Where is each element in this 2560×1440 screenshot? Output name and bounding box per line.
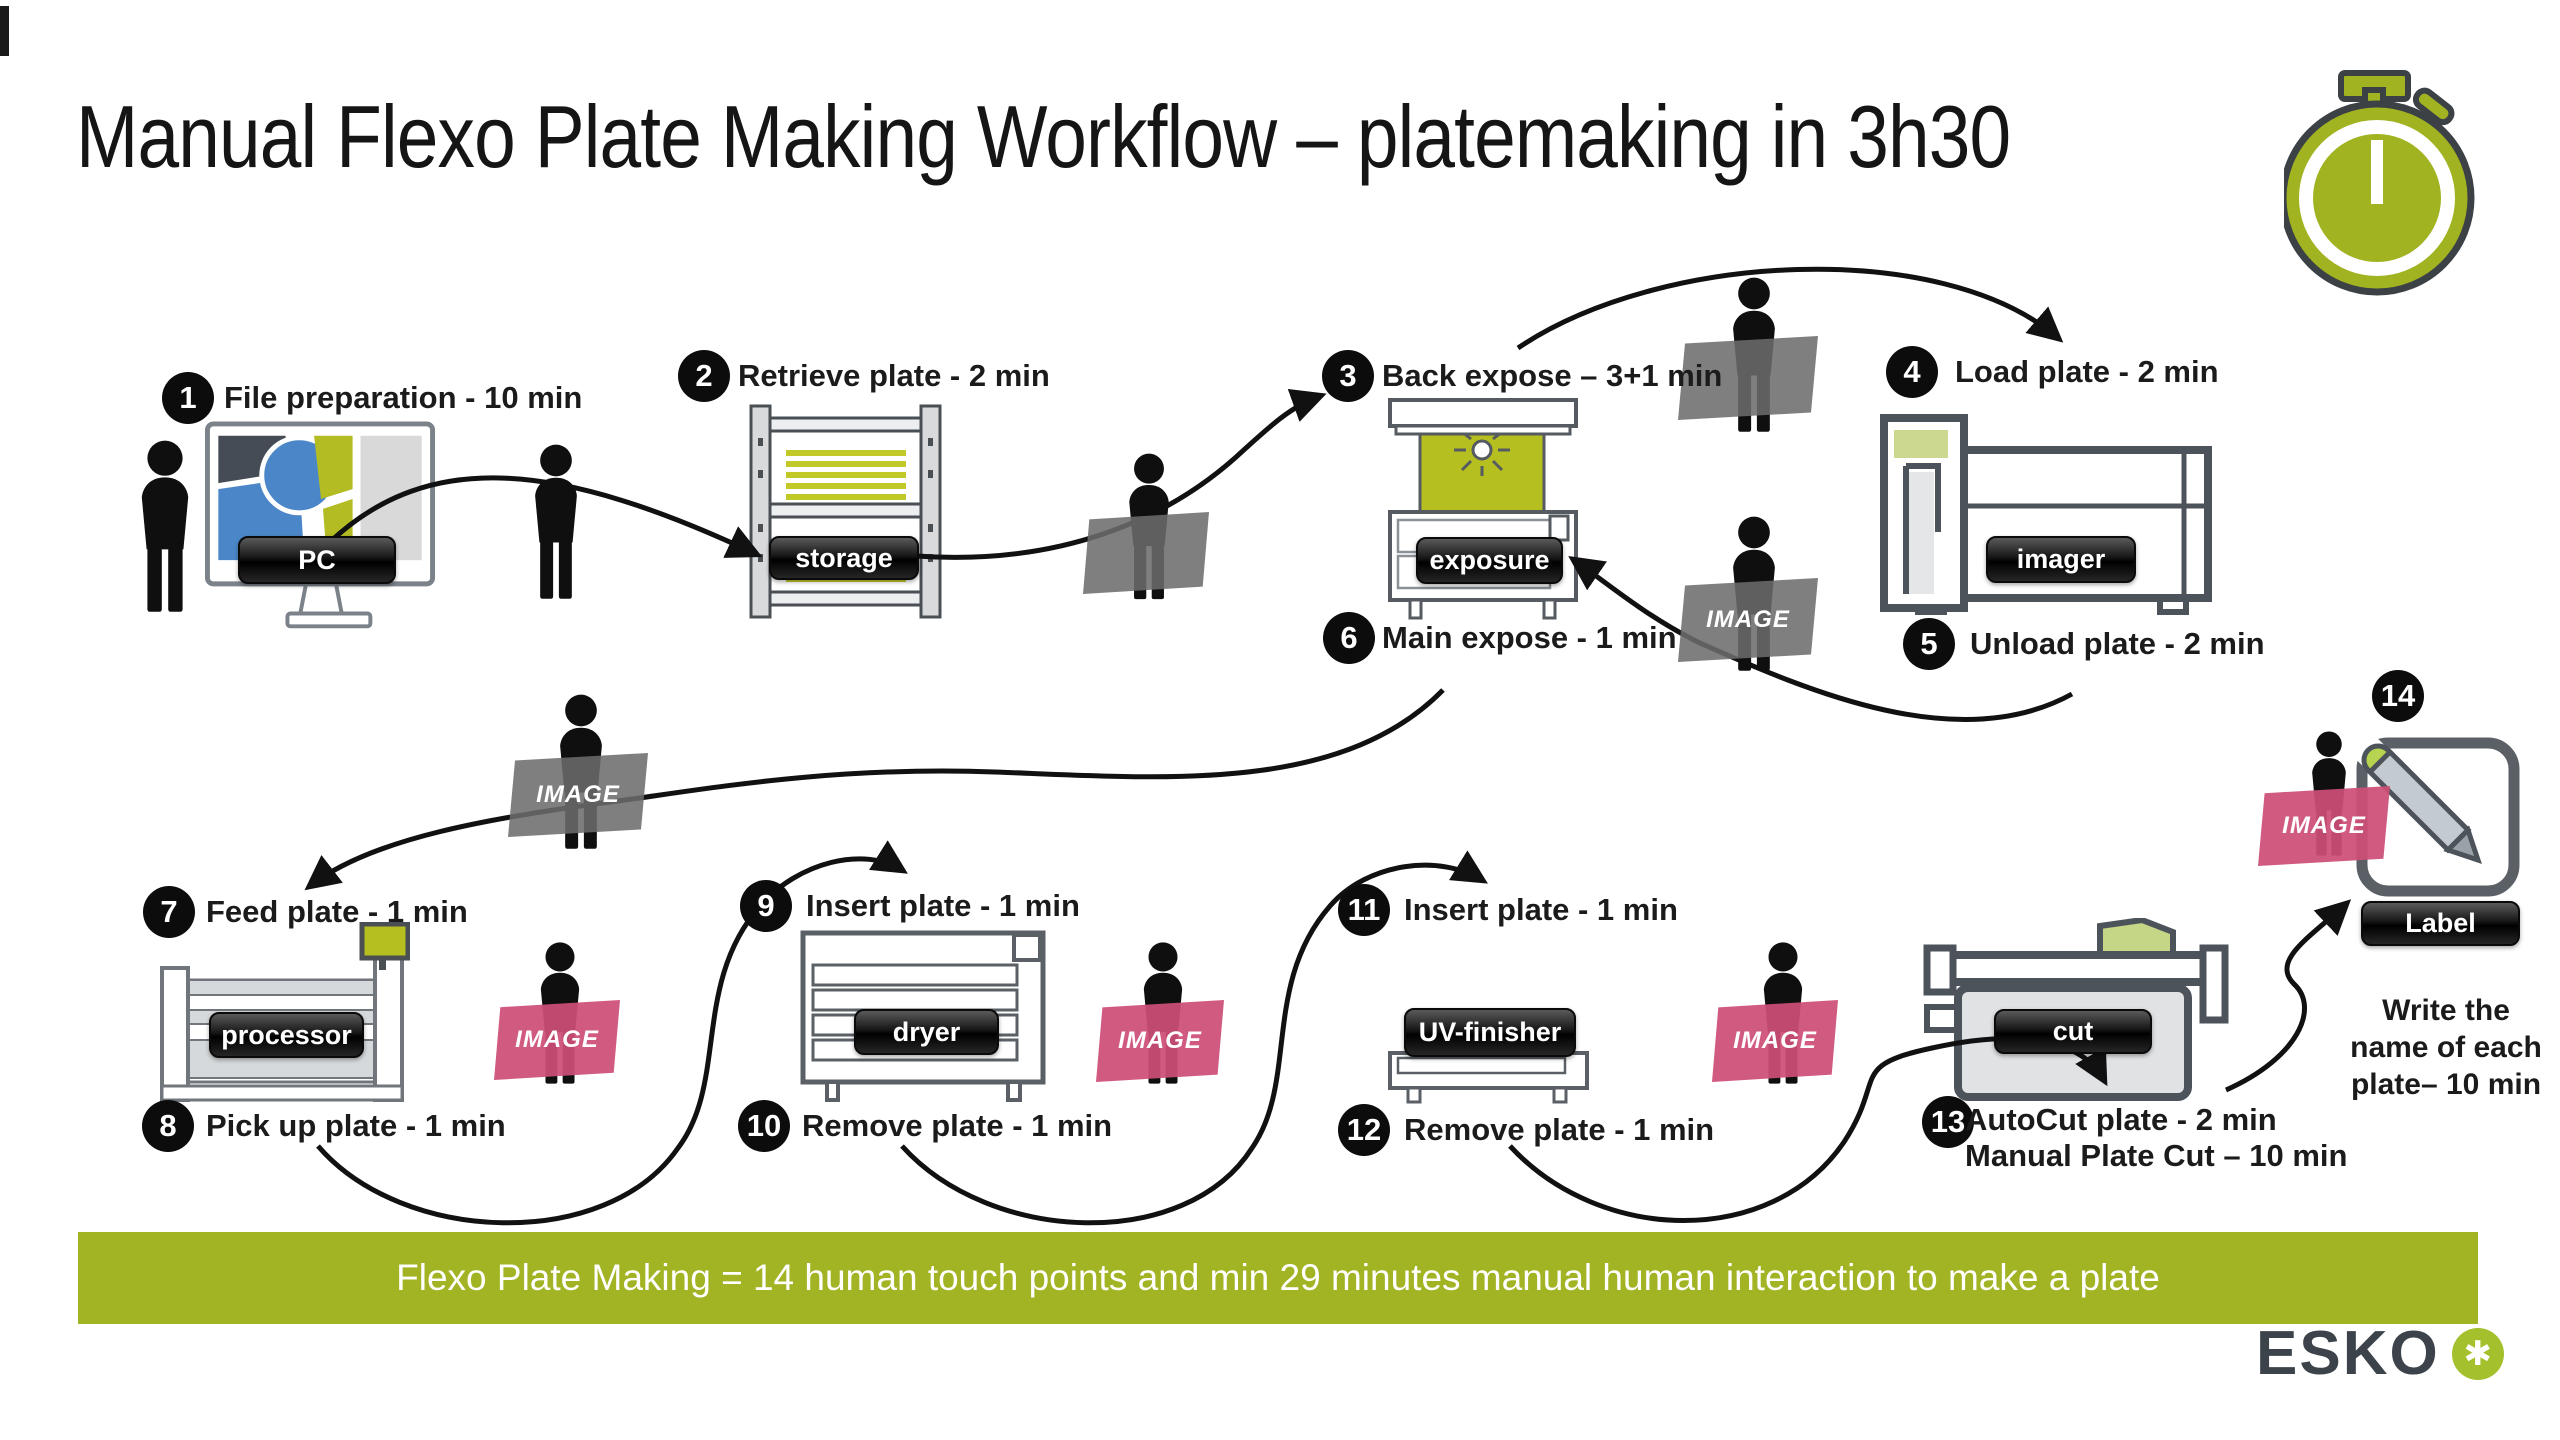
step-label-3: Back expose – 3+1 min xyxy=(1382,358,1723,393)
image-plate: IMAGE xyxy=(2258,786,2390,866)
step-badge-6: 6 xyxy=(1323,612,1375,664)
person-icon xyxy=(535,444,577,599)
step-label-13: AutoCut plate - 2 min Manual Plate Cut –… xyxy=(1965,1102,2348,1174)
step-label-5: Unload plate - 2 min xyxy=(1970,626,2265,661)
uv-finisher-pill: UV-finisher xyxy=(1404,1008,1576,1057)
step-badge-4: 4 xyxy=(1886,346,1938,398)
image-plate: IMAGE xyxy=(494,1000,620,1080)
image-plate-label: IMAGE xyxy=(515,1026,599,1053)
pc-pill: PC xyxy=(238,536,396,584)
stopwatch-icon xyxy=(2284,70,2475,296)
arrow-step8-to-9 xyxy=(316,840,908,1226)
cut-pill: cut xyxy=(1994,1009,2152,1054)
arrow-step6-to-7 xyxy=(304,688,1445,891)
arrow-step3-to-4 xyxy=(1516,266,2064,351)
step-badge-8: 8 xyxy=(142,1100,194,1152)
arrow-step13-to-14 xyxy=(2224,899,2352,1093)
person-icon xyxy=(141,440,189,612)
image-plate-label: IMAGE xyxy=(2282,812,2366,839)
step-label-7: Feed plate - 1 min xyxy=(206,894,468,929)
image-plate-label: IMAGE xyxy=(1706,606,1790,633)
plate-blank xyxy=(1083,512,1209,594)
arrow-step1-to-2 xyxy=(328,475,763,558)
image-plate-label: IMAGE xyxy=(1733,1027,1817,1054)
step-badge-3: 3 xyxy=(1322,350,1374,402)
arrow-step10-to-11 xyxy=(900,850,1488,1226)
image-plate: IMAGE xyxy=(1096,1000,1224,1082)
step-badge-13: 13 xyxy=(1922,1096,1974,1148)
step-badge-7: 7 xyxy=(143,886,195,938)
step-label-12: Remove plate - 1 min xyxy=(1404,1112,1715,1147)
step-badge-11: 11 xyxy=(1338,884,1390,936)
esko-star-icon: ✱ xyxy=(2451,1328,2504,1380)
label-pencil-icon xyxy=(2348,732,2520,897)
imager-pill: imager xyxy=(1986,536,2136,583)
step-label-13-line2: Manual Plate Cut – 10 min xyxy=(1965,1138,2348,1173)
image-plate: IMAGE xyxy=(508,753,648,837)
imager-icon xyxy=(1880,414,2212,615)
step-label-1: File preparation - 10 min xyxy=(224,380,583,415)
step-badge-1: 1 xyxy=(162,372,214,424)
plate-blank xyxy=(1678,336,1818,420)
storage-pill: storage xyxy=(769,536,919,580)
screen-artifact xyxy=(0,6,9,56)
arrow-step2-to-3 xyxy=(915,388,1327,560)
processor-pill: processor xyxy=(209,1012,364,1058)
step-badge-9: 9 xyxy=(740,880,792,932)
step-badge-12: 12 xyxy=(1338,1104,1390,1156)
step-label-11: Insert plate - 1 min xyxy=(1404,892,1678,927)
exposure-pill: exposure xyxy=(1416,537,1563,584)
step-label-13-line1: AutoCut plate - 2 min xyxy=(1965,1102,2277,1137)
step-badge-5: 5 xyxy=(1903,618,1955,670)
image-plate: IMAGE xyxy=(1678,578,1818,662)
footer-banner: Flexo Plate Making = 14 human touch poin… xyxy=(78,1232,2478,1324)
step-label-6: Main expose - 1 min xyxy=(1382,620,1677,655)
uv-finisher-icon xyxy=(1388,1051,1589,1104)
step-label-2: Retrieve plate - 2 min xyxy=(738,358,1050,393)
storage-rack-icon xyxy=(749,404,942,619)
step-label-10: Remove plate - 1 min xyxy=(802,1108,1113,1143)
step-label-4: Load plate - 2 min xyxy=(1955,354,2219,389)
esko-logo: ESKO ✱ xyxy=(2256,1319,2504,1388)
esko-logo-text: ESKO xyxy=(2256,1319,2440,1388)
label-pill: Label xyxy=(2361,901,2520,946)
step-badge-14: 14 xyxy=(2372,670,2424,722)
step-badge-10: 10 xyxy=(738,1100,790,1152)
image-plate: IMAGE xyxy=(1712,1000,1838,1082)
dryer-pill: dryer xyxy=(854,1009,999,1055)
image-plate-label: IMAGE xyxy=(536,781,620,808)
page-title: Manual Flexo Plate Making Workflow – pla… xyxy=(76,87,2011,186)
image-plate-label: IMAGE xyxy=(1118,1027,1202,1054)
step-14-note: Write the name of each plate– 10 min xyxy=(2350,994,2542,1101)
step-label-9: Insert plate - 1 min xyxy=(806,888,1080,923)
step-label-8: Pick up plate - 1 min xyxy=(206,1108,506,1143)
step-badge-2: 2 xyxy=(678,350,730,402)
